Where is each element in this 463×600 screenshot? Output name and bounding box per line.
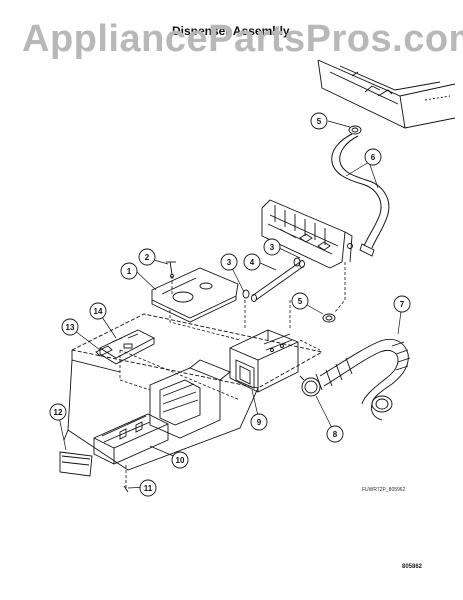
callout-7-label: 7: [400, 300, 405, 309]
callout-5-top-label: 5: [317, 117, 322, 126]
figure-number: 805862: [402, 564, 423, 570]
callout-8[interactable]: [326, 425, 344, 443]
callout-14-label: 14: [94, 307, 103, 316]
callout-5-top[interactable]: [310, 112, 328, 130]
callout-3-left[interactable]: [220, 253, 238, 271]
callout-14[interactable]: [89, 302, 107, 320]
site-watermark: AppliancePartsPros.com: [22, 18, 463, 60]
connecting-tube: [251, 260, 305, 302]
hose-clamp-top: [348, 125, 362, 135]
diagram-title: Dispenser Assembly: [172, 24, 290, 38]
detergent-drawer: [93, 413, 169, 465]
callout-9-label: 9: [257, 418, 262, 427]
callout-6[interactable]: [364, 148, 382, 166]
callout-12[interactable]: [49, 403, 67, 421]
callout-11[interactable]: [139, 479, 157, 497]
callout-8-label: 8: [333, 430, 338, 439]
dispenser-base-outline: [63, 313, 324, 471]
callout-3-right-label: 3: [270, 243, 275, 252]
callout-7[interactable]: [393, 295, 411, 313]
cabinet-frame-top: [317, 59, 456, 129]
drawer-latch: [95, 345, 113, 357]
tube-clamp-left: [242, 289, 250, 299]
callout-5-lower-label: 5: [298, 297, 303, 306]
callout-4-label: 4: [250, 258, 255, 267]
hose-clamp-lower: [322, 313, 336, 323]
callout-10-label: 10: [176, 456, 185, 465]
callout-13[interactable]: [61, 318, 79, 336]
screw: [166, 261, 176, 275]
callout-4[interactable]: [243, 253, 261, 271]
mounting-screw: [123, 485, 129, 493]
dispenser-inlet-box: [229, 329, 299, 393]
callout-5-lower[interactable]: [291, 292, 309, 310]
water-valve-bracket: [261, 199, 353, 269]
callout-11-label: 11: [144, 484, 153, 493]
drain-hose-elbow: [315, 338, 411, 421]
callout-10[interactable]: [171, 451, 189, 469]
callout-9[interactable]: [250, 413, 268, 431]
callout-3-right[interactable]: [263, 238, 281, 256]
fill-hose: [331, 133, 390, 257]
callout-3-left-label: 3: [227, 258, 232, 267]
image-code: FUWR72P_805962: [362, 487, 406, 493]
callout-12-label: 12: [54, 408, 63, 417]
tube-clamp-right: [293, 257, 301, 267]
callout-2-label: 2: [145, 253, 150, 262]
dispenser-cover: [151, 267, 239, 323]
callout-1-label: 1: [127, 267, 132, 276]
callout-6-label: 6: [371, 153, 376, 162]
callout-1[interactable]: [120, 262, 138, 280]
assembly-guide-lines: [119, 262, 346, 488]
callout-2[interactable]: [138, 248, 156, 266]
drain-hose-clamp: [299, 375, 321, 397]
drawer-handle: [59, 451, 93, 477]
callout-13-label: 13: [66, 323, 75, 332]
dispenser-housing: [149, 359, 231, 439]
drawer-bracket: [99, 329, 155, 365]
